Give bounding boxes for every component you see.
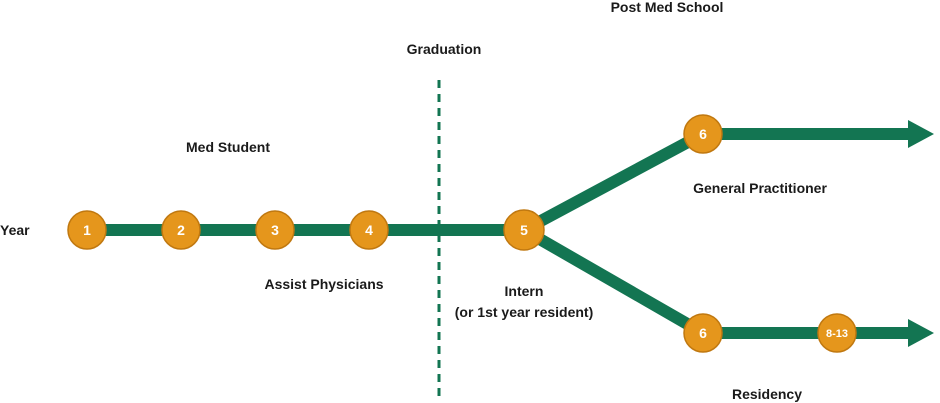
year-node-8-13-label: 8-13 — [826, 328, 848, 340]
year-node-6-residency: 6 — [683, 313, 723, 353]
timeline-branch-residency — [518, 224, 709, 339]
general-practitioner-label: General Practitioner — [693, 180, 827, 196]
year-node-1-label: 1 — [83, 222, 91, 238]
arrowhead-general-practitioner — [908, 120, 934, 148]
year-node-4: 4 — [349, 210, 389, 250]
year-node-8-13: 8-13 — [817, 313, 857, 353]
graduation-label: Graduation — [407, 41, 482, 57]
year-node-1: 1 — [67, 210, 107, 250]
year-node-3-label: 3 — [271, 222, 279, 238]
year-node-2-label: 2 — [177, 222, 185, 238]
intern-label: Intern — [505, 283, 544, 299]
timeline-branch-general-practitioner — [518, 128, 709, 236]
residency-label: Residency — [732, 386, 802, 402]
year-node-5: 5 — [503, 209, 545, 251]
year-node-4-label: 4 — [365, 222, 373, 238]
year-node-6-res-label: 6 — [699, 325, 707, 341]
year-label: Year — [0, 222, 30, 238]
year-node-3: 3 — [255, 210, 295, 250]
intern-sublabel: (or 1st year resident) — [455, 304, 594, 320]
assist-physicians-label: Assist Physicians — [264, 276, 383, 292]
year-node-5-label: 5 — [520, 222, 528, 238]
arrowhead-residency — [908, 319, 934, 347]
year-node-2: 2 — [161, 210, 201, 250]
post-med-school-label: Post Med School — [611, 0, 724, 15]
year-node-6-gp-label: 6 — [699, 126, 707, 142]
year-node-6-general-practitioner: 6 — [683, 114, 723, 154]
med-student-label: Med Student — [186, 139, 270, 155]
